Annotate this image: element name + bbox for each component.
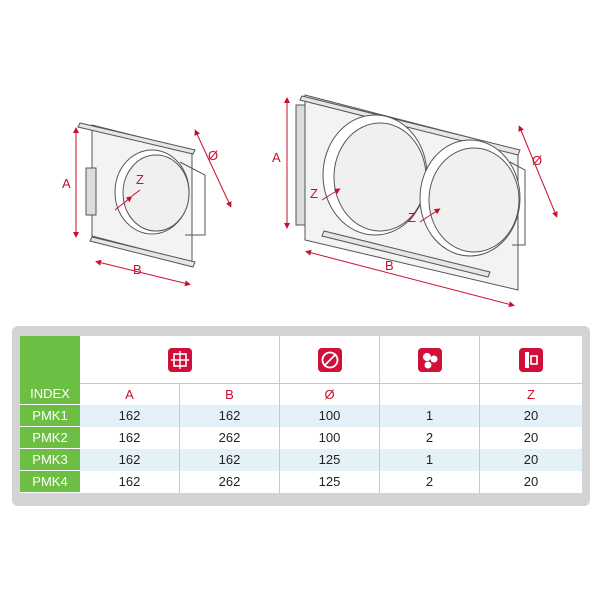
cell-diameter: 125 (280, 471, 380, 493)
depth-icon (519, 347, 543, 372)
cell-z: 20 (523, 474, 539, 489)
cell-b: 262 (180, 471, 280, 493)
cell-diameter: 100 (280, 427, 380, 449)
icon-cell-dimensions (80, 336, 280, 383)
dimensions-icon (167, 347, 192, 372)
double-dim-width-label: B (385, 258, 394, 273)
cell-b: 262 (180, 427, 280, 449)
icon-cell-diameter (280, 336, 380, 383)
icon-header-row (80, 336, 582, 383)
header-index: INDEX (20, 383, 80, 405)
header-col-a: A (80, 384, 180, 406)
technical-drawing: A B Ø Z A B Ø Z Z (62, 94, 558, 308)
single-dim-width-label: B (133, 262, 142, 277)
cell-outlets: 1 (380, 449, 480, 471)
cell-z: 20 (523, 408, 539, 423)
icon-cell-depth (480, 336, 582, 383)
table-header-row: INDEX A B Ø Z (20, 383, 582, 406)
cell-outlets: 2 (380, 471, 480, 493)
double-dim-depth-label-1: Z (310, 186, 318, 201)
header-col-diameter: Ø (280, 384, 380, 406)
double-dimension-lines (284, 97, 558, 308)
cell-outlets: 2 (380, 427, 480, 449)
single-dimension-lines (73, 127, 232, 287)
header-col-b: B (180, 384, 280, 406)
double-dim-depth-label-2: Z (408, 210, 416, 225)
row-index: PMK2 (20, 427, 80, 449)
cell-diameter: 100 (280, 405, 380, 427)
cell-a: 162 (80, 471, 180, 493)
header-col-z: Z (527, 387, 535, 402)
row-index: PMK1 (20, 405, 80, 427)
icon-cell-outlets (380, 336, 480, 383)
cell-outlets: 1 (380, 405, 480, 427)
cell-a: 162 (80, 427, 180, 449)
cell-a: 162 (80, 405, 180, 427)
double-outlet-plenum (295, 94, 526, 291)
table-row: PMK2 162 262 100 2 20 (20, 427, 582, 449)
single-outlet-plenum (77, 122, 206, 268)
cell-b: 162 (180, 405, 280, 427)
table-row: PMK1 162 162 100 1 20 (20, 405, 582, 427)
outlets-icon (417, 347, 442, 372)
header-col-outlets (380, 384, 480, 406)
table-row: PMK3 162 162 125 1 20 (20, 449, 582, 471)
double-dim-height-label: A (272, 150, 281, 165)
spec-table: INDEX A B Ø Z PMK1 162 162 100 1 20 PMK2 (20, 336, 582, 496)
single-dim-depth-label: Z (136, 172, 144, 187)
double-dim-diameter-label: Ø (532, 153, 542, 168)
single-dim-diameter-label: Ø (208, 148, 218, 163)
spec-table-panel: INDEX A B Ø Z PMK1 162 162 100 1 20 PMK2 (12, 326, 590, 506)
cell-b: 162 (180, 449, 280, 471)
single-dim-height-label: A (62, 176, 71, 191)
cell-z: 20 (523, 452, 539, 467)
diameter-icon (317, 347, 342, 372)
cell-a: 162 (80, 449, 180, 471)
table-row: PMK4 162 262 125 2 20 (20, 471, 582, 493)
row-index: PMK4 (20, 471, 80, 493)
cell-z: 20 (523, 430, 539, 445)
row-index: PMK3 (20, 449, 80, 471)
cell-diameter: 125 (280, 449, 380, 471)
table-corner (20, 336, 80, 383)
